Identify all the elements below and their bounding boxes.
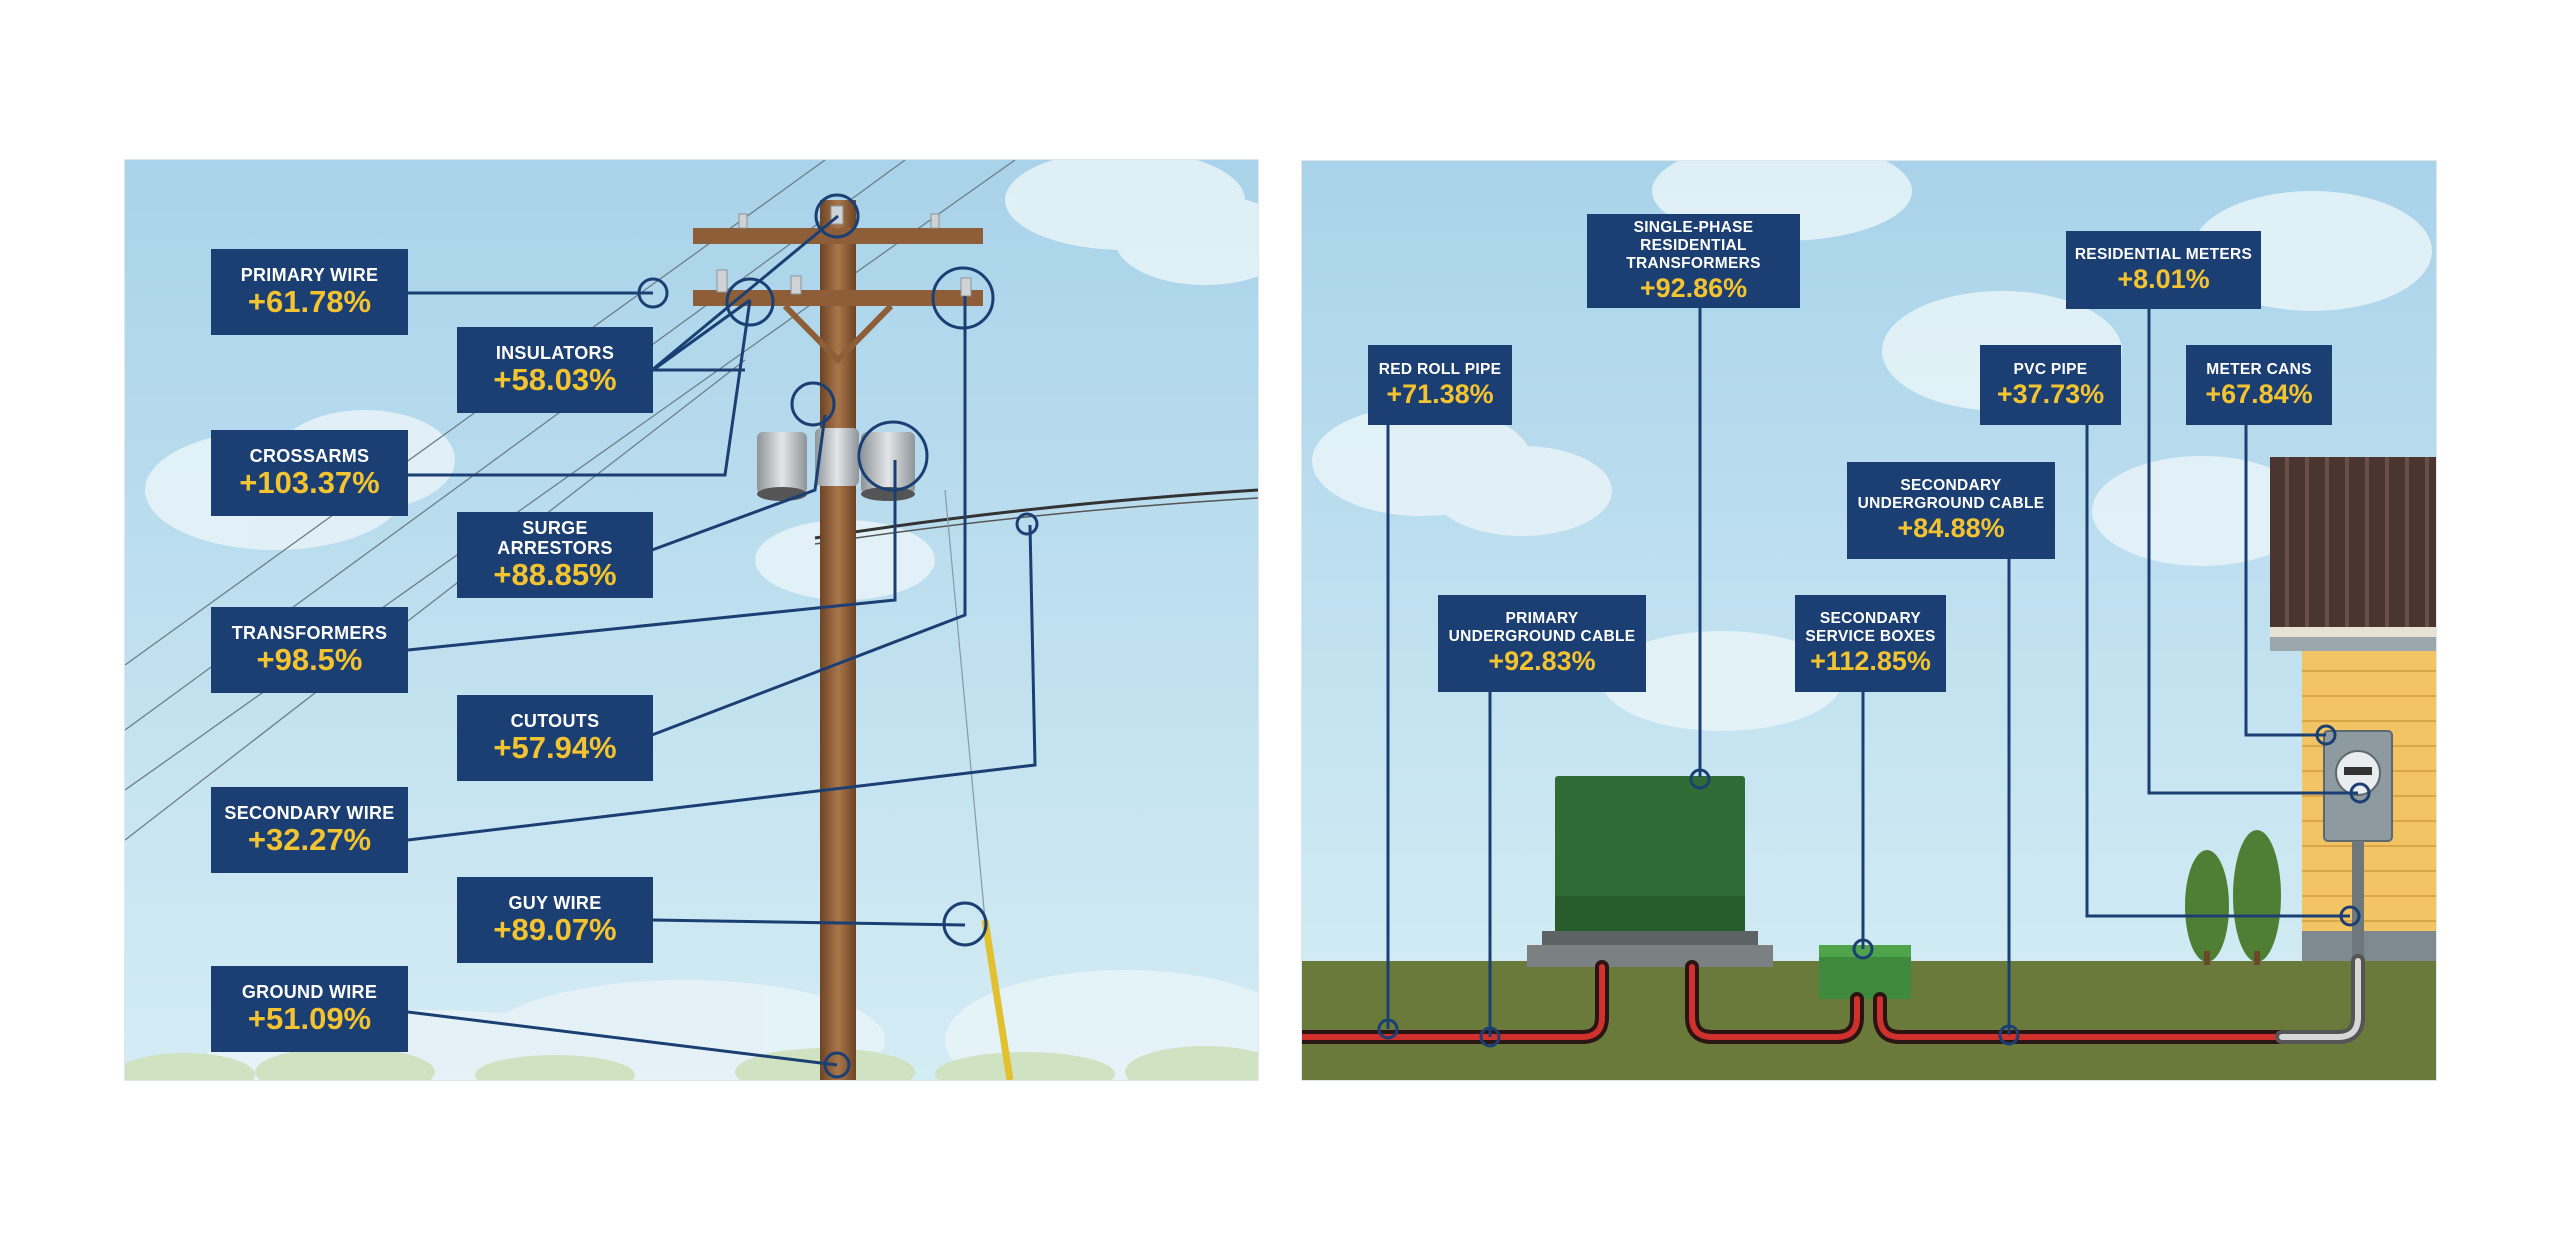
label-pvc-pipe: PVC PIPE +37.73% (1980, 345, 2121, 425)
label-surge-arrestors: SURGE ARRESTORS +88.85% (457, 512, 653, 598)
label-cutouts: CUTOUTS +57.94% (457, 695, 653, 781)
callout-circles (1377, 724, 2371, 1048)
label-crossarms: CROSSARMS +103.37% (211, 430, 408, 516)
label-percent: +67.84% (2205, 378, 2313, 409)
label-percent: +112.85% (1810, 646, 1931, 676)
label-percent: +32.27% (247, 822, 372, 857)
label-name: RESIDENTIAL METERS (2074, 245, 2253, 263)
label-percent: +8.01% (2117, 263, 2210, 294)
transformer-cans (757, 428, 915, 501)
label-percent: +88.85% (493, 557, 617, 592)
label-name: SECONDARY SERVICE BOXES (1805, 610, 1936, 645)
pad-mount-transformer (1527, 776, 1773, 967)
label-name: CUTOUTS (510, 711, 600, 731)
label-percent: +84.88% (1897, 513, 2005, 543)
label-name: INSULATORS (495, 343, 615, 363)
label-name: GROUND WIRE (241, 982, 378, 1002)
label-percent: +89.07% (493, 912, 617, 947)
label-name: PRIMARY WIRE (240, 265, 379, 285)
label-name: GUY WIRE (508, 893, 602, 913)
service-box (1819, 945, 1911, 999)
label-primary-underground-cable: PRIMARY UNDERGROUND CABLE +92.83% (1438, 595, 1646, 692)
trees (2185, 830, 2281, 965)
label-transformers: TRANSFORMERS +98.5% (211, 607, 408, 693)
label-guy-wire: GUY WIRE +89.07% (457, 877, 653, 963)
callout-lines (1386, 308, 2358, 1037)
label-percent: +37.73% (1996, 378, 2105, 409)
underground-panel: SINGLE-PHASE RESIDENTIAL TRANSFORMERS +9… (1301, 160, 2437, 1081)
label-name: RED ROLL PIPE (1378, 360, 1502, 378)
utility-pole-panel: PRIMARY WIRE +61.78% INSULATORS +58.03% … (124, 159, 1259, 1081)
label-name: SINGLE-PHASE RESIDENTIAL TRANSFORMERS (1626, 218, 1761, 272)
label-red-roll-pipe: RED ROLL PIPE +71.38% (1368, 345, 1512, 425)
label-name: SECONDARY WIRE (224, 803, 395, 823)
label-percent: +71.38% (1386, 378, 1494, 409)
underground-conduits (1302, 954, 2365, 1044)
label-residential-meters: RESIDENTIAL METERS +8.01% (2066, 231, 2261, 309)
label-single-phase-transformers: SINGLE-PHASE RESIDENTIAL TRANSFORMERS +9… (1587, 214, 1800, 308)
label-percent: +51.09% (247, 1001, 372, 1036)
callout-lines (407, 214, 1037, 1067)
label-secondary-wire: SECONDARY WIRE +32.27% (211, 787, 408, 873)
meter (2323, 730, 2393, 961)
label-name: CROSSARMS (249, 446, 370, 466)
label-ground-wire: GROUND WIRE +51.09% (211, 966, 408, 1052)
label-name: TRANSFORMERS (231, 623, 388, 643)
label-primary-wire: PRIMARY WIRE +61.78% (211, 249, 408, 335)
label-meter-cans: METER CANS +67.84% (2186, 345, 2332, 425)
label-insulators: INSULATORS +58.03% (457, 327, 653, 413)
label-percent: +57.94% (493, 730, 617, 765)
label-secondary-service-boxes: SECONDARY SERVICE BOXES +112.85% (1795, 595, 1946, 692)
label-name: PRIMARY UNDERGROUND CABLE (1448, 610, 1636, 645)
callout-circles (637, 193, 1039, 1079)
label-percent: +61.78% (247, 284, 372, 319)
label-secondary-underground-cable: SECONDARY UNDERGROUND CABLE +84.88% (1847, 462, 2055, 559)
label-percent: +92.86% (1639, 272, 1748, 303)
label-percent: +92.83% (1488, 646, 1596, 676)
label-name: SECONDARY UNDERGROUND CABLE (1857, 477, 2045, 512)
label-percent: +98.5% (256, 642, 363, 677)
label-percent: +58.03% (493, 362, 617, 397)
label-name: METER CANS (2206, 360, 2312, 378)
label-percent: +103.37% (239, 465, 380, 500)
label-name: PVC PIPE (2013, 360, 2088, 378)
label-name: SURGE ARRESTORS (497, 518, 613, 558)
